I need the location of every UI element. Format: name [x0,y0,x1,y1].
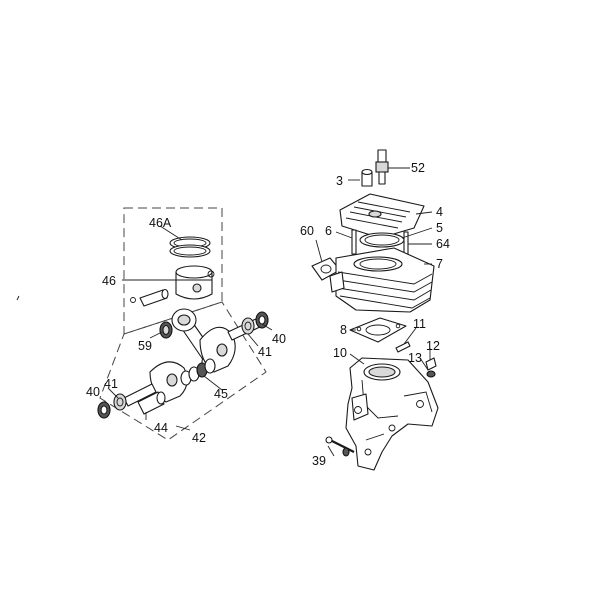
callout-10: 10 [333,346,347,360]
stray-mark [16,295,20,301]
bearing-right [241,317,255,335]
spacer-sleeve [361,168,373,187]
callout-5: 5 [436,221,443,235]
oil-seal-left [97,401,111,419]
bearing-left [113,393,127,411]
right-group-leaders [315,167,433,457]
callout-labels: 3 52 4 5 6 60 64 7 8 11 10 12 13 39 46A … [86,161,450,468]
oil-seal-right [255,311,269,329]
callout-12: 12 [426,339,440,353]
needle-bearing [159,321,173,339]
crankcase [345,357,439,471]
callout-45: 45 [214,387,228,401]
left-group-leaders [107,225,273,431]
callout-41-right: 41 [258,345,272,359]
callout-41-left: 41 [104,377,118,391]
callout-11: 11 [413,317,426,331]
bolt [325,436,355,457]
piston-group-dashed-box [123,207,223,335]
callout-8: 8 [340,323,347,337]
callout-39: 39 [312,454,326,468]
callout-13: 13 [408,351,422,365]
crank-pin [137,391,166,415]
callout-42: 42 [192,431,206,445]
callout-52: 52 [411,161,425,175]
piston [175,265,215,300]
spark-plug [375,149,389,185]
cylinder-block [329,247,435,313]
callout-59: 59 [138,339,152,353]
breather-fitting [425,357,437,378]
callout-3: 3 [336,174,343,188]
callout-46A: 46A [149,216,172,230]
callout-40-right: 40 [272,332,286,346]
wrist-pin [130,288,169,307]
callout-6: 6 [325,224,332,238]
callout-7: 7 [436,257,443,271]
cylinder-head [339,193,425,239]
piston-rings [169,236,211,258]
thrust-washers [180,358,216,386]
callout-64: 64 [436,237,450,251]
crankshaft-group-dashed-outline [99,301,267,441]
callout-46: 46 [102,274,116,288]
callout-44: 44 [154,421,168,435]
callout-60: 60 [300,224,314,238]
callout-40-left: 40 [86,385,100,399]
callout-4: 4 [436,205,443,219]
head-gasket [359,232,405,248]
base-gasket [349,317,407,343]
